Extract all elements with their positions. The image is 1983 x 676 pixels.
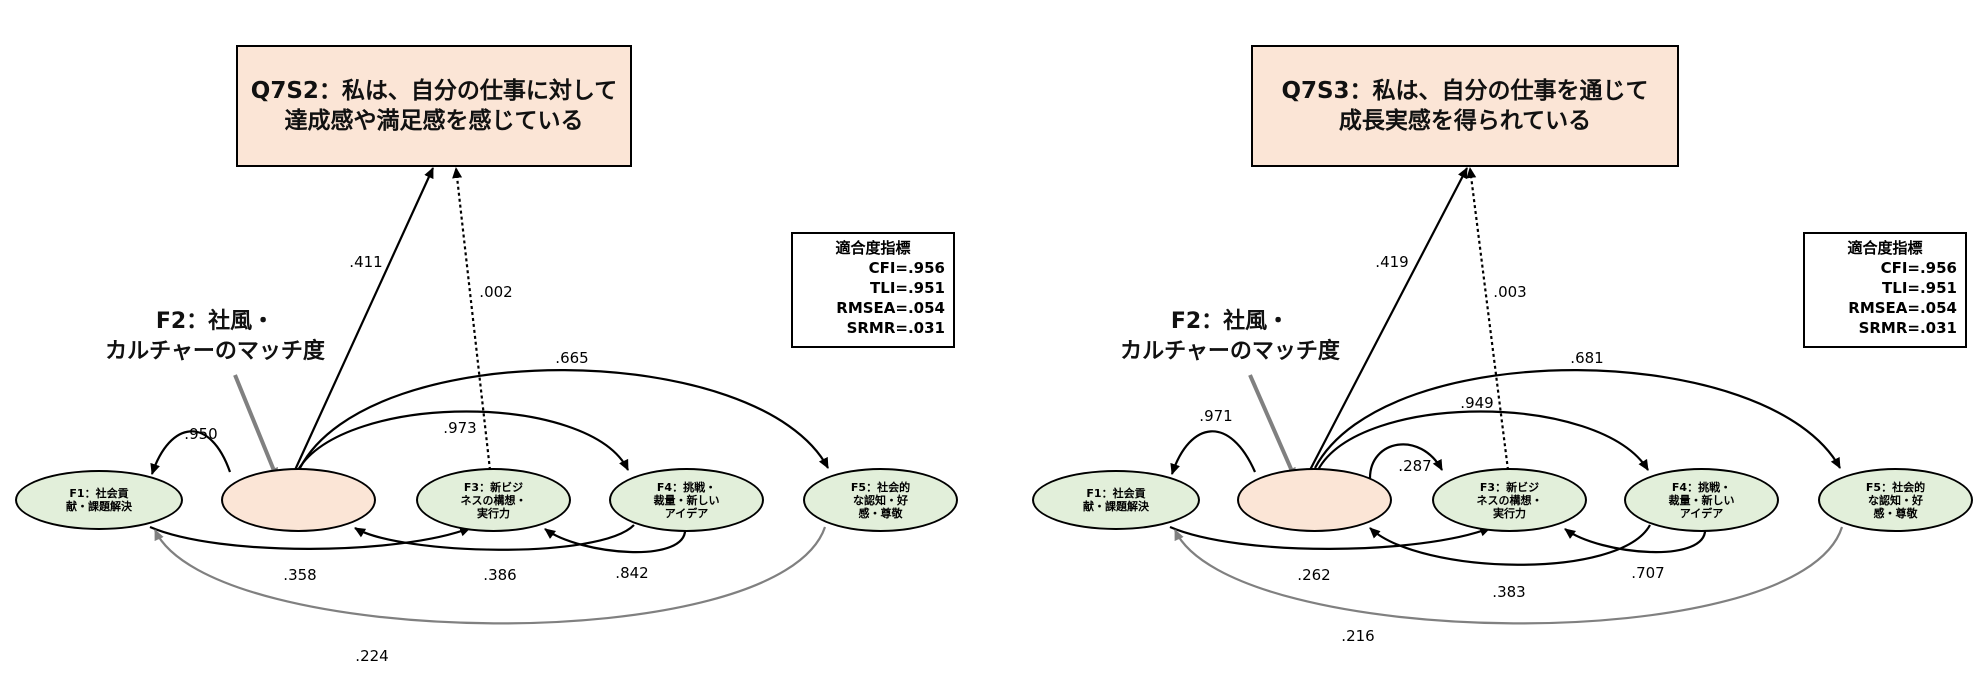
right-coef-f3-outcome: .003	[1493, 283, 1527, 301]
right-path-f2-f5	[1314, 369, 1841, 469]
right-coef-f5-f1: .216	[1341, 627, 1375, 645]
right-node-f2	[1237, 468, 1392, 532]
left-path-f4-f2	[354, 524, 635, 551]
right-fit-rmsea: RMSEA=.054	[1848, 299, 1957, 317]
left-target-arrow	[233, 374, 279, 479]
left-path-f5-f1	[154, 526, 827, 625]
right-coef-f4-f3: .707	[1631, 564, 1665, 582]
right-paths	[1169, 167, 1844, 625]
left-node-f2	[221, 468, 376, 532]
right-fit-cfi: CFI=.956	[1880, 259, 1957, 277]
left-coef-f5-f1: .224	[355, 647, 389, 665]
left-node-f5: F5：社会的 な認知・好 感・尊敬	[803, 468, 958, 532]
left-coef-f1-f3: .358	[283, 566, 317, 584]
right-node-f3: F3：新ビジ ネスの構想・ 実行力	[1432, 468, 1587, 532]
left-path-f2-f4	[297, 410, 629, 471]
left-fit-tli: TLI=.951	[870, 279, 945, 297]
left-fit-indices: 適合度指標 CFI=.956 TLI=.951 RMSEA=.054 SRMR=…	[791, 232, 955, 348]
right-fit-title: 適合度指標	[1847, 239, 1923, 257]
right-path-f4-f3	[1564, 526, 1707, 554]
right-coef-f1-f3: .262	[1297, 566, 1331, 584]
right-path-f2-f4	[1317, 410, 1649, 471]
right-fit-indices: 適合度指標 CFI=.956 TLI=.951 RMSEA=.054 SRMR=…	[1803, 232, 1967, 348]
right-coef-f2-f1: .971	[1199, 407, 1233, 425]
right-coef-f2-f5: .681	[1570, 349, 1604, 367]
left-coef-f4-f2: .386	[483, 566, 517, 584]
left-node-f4: F4：挑戦・ 裁量・新しい アイデア	[609, 468, 764, 532]
right-outcome-box: Q7S3：私は、自分の仕事を通じて 成長実感を得られている	[1251, 45, 1679, 167]
left-outcome-text: Q7S2：私は、自分の仕事に対して 達成感や満足感を感じている	[250, 78, 618, 134]
left-target-label: F2：社風・ カルチャーのマッチ度	[105, 309, 325, 364]
right-coef-f2-outcome: .419	[1375, 253, 1409, 271]
left-path-f4-f3	[544, 526, 687, 554]
left-outcome-box: Q7S2：私は、自分の仕事に対して 達成感や満足感を感じている	[236, 45, 632, 167]
left-path-f2-f5	[299, 369, 829, 469]
right-target-label: F2：社風・ カルチャーのマッチ度	[1120, 309, 1340, 364]
right-path-f2-f3	[1368, 443, 1443, 479]
left-coef-f2-f4: .973	[443, 419, 477, 437]
left-coef-f2-f1: .950	[184, 425, 218, 443]
left-coef-f2-f5: .665	[555, 349, 589, 367]
left-path-f1-f3	[149, 525, 471, 550]
left-coef-f2-outcome: .411	[349, 253, 383, 271]
left-fit-srmr: SRMR=.031	[846, 319, 945, 337]
left-node-f3: F3：新ビジ ネスの構想・ 実行力	[416, 468, 571, 532]
right-coef-f4-f2: .383	[1492, 583, 1526, 601]
right-node-f1: F1：社会貢 献・課題解決	[1032, 470, 1200, 530]
right-node-f5: F5：社会的 な認知・好 感・尊敬	[1818, 468, 1973, 532]
left-path-f2-f1	[150, 430, 232, 475]
right-outcome-text: Q7S3：私は、自分の仕事を通じて 成長実感を得られている	[1281, 78, 1649, 134]
left-fit-title: 適合度指標	[835, 239, 911, 257]
right-path-f3-outcome	[1466, 167, 1510, 471]
right-path-f2-outcome	[1309, 167, 1468, 471]
left-coef-f4-f3: .842	[615, 564, 649, 582]
left-path-f3-outcome	[452, 167, 492, 471]
left-node-f1: F1：社会貢 献・課題解決	[15, 470, 183, 530]
left-fit-rmsea: RMSEA=.054	[836, 299, 945, 317]
right-path-f2-f1	[1170, 430, 1257, 475]
right-path-f4-f2	[1369, 524, 1651, 566]
right-target-arrow	[1248, 374, 1297, 479]
right-path-f5-f1	[1174, 526, 1844, 625]
left-path-f2-outcome	[293, 167, 435, 471]
right-node-f4: F4：挑戦・ 裁量・新しい アイデア	[1624, 468, 1779, 532]
right-fit-tli: TLI=.951	[1882, 279, 1957, 297]
right-coef-f2-f3: .287	[1398, 457, 1432, 475]
left-fit-cfi: CFI=.956	[868, 259, 945, 277]
right-fit-srmr: SRMR=.031	[1858, 319, 1957, 337]
left-coef-f3-outcome: .002	[479, 283, 513, 301]
right-path-f1-f3	[1169, 525, 1491, 550]
right-coef-f2-f4: .949	[1460, 394, 1494, 412]
left-paths	[149, 167, 829, 625]
